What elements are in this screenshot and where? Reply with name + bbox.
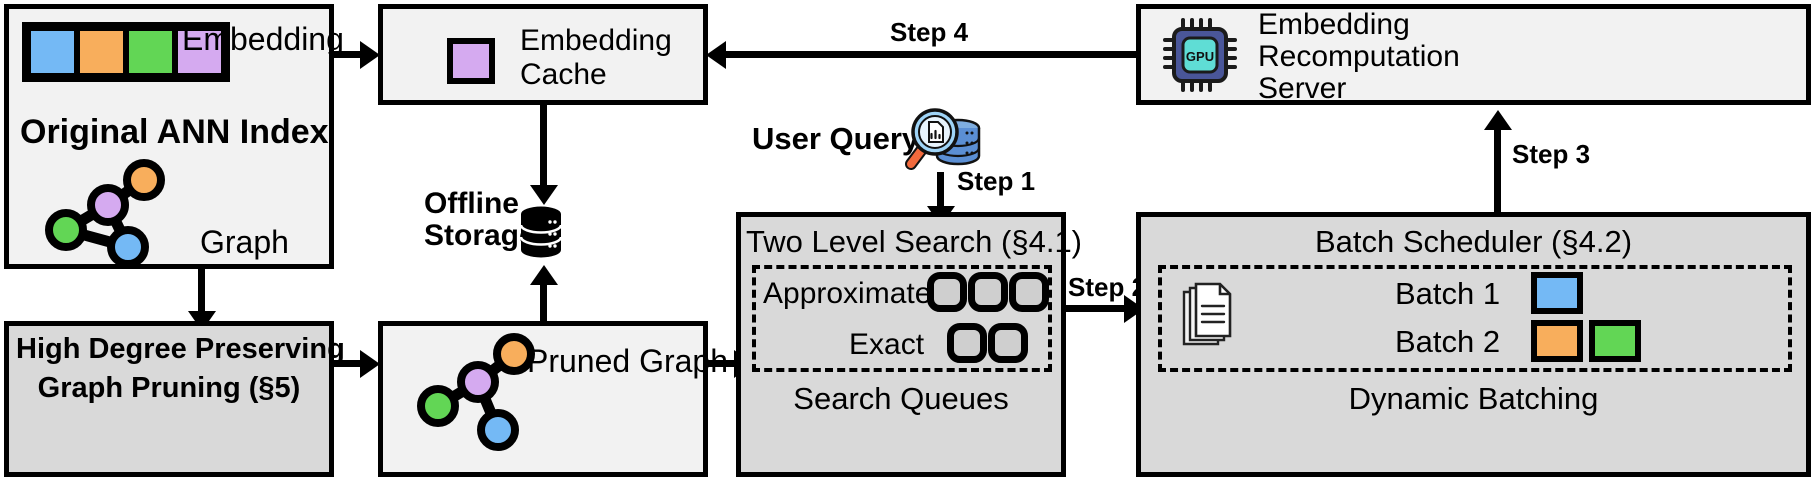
batch-1-label: Batch 1 [1395, 276, 1501, 311]
arrow-step4-head [706, 41, 726, 69]
original-graph-icon [45, 159, 165, 268]
dynamic-batching-group [1158, 265, 1792, 372]
arrow-pruned-to-storage [540, 285, 547, 347]
step2-label: Step 2 [1068, 272, 1147, 302]
pruned-graph-icon [417, 333, 535, 451]
arrow-step3-head [1484, 110, 1512, 130]
dynamic-batching-caption: Dynamic Batching [1348, 381, 1599, 416]
gpu-chip-icon: GPU [1163, 18, 1237, 92]
embedding-label: Embedding [182, 21, 344, 57]
arrow-pruning-to-pruned [334, 360, 362, 367]
embedding-cell-green [126, 28, 175, 76]
batch-scheduler-box [1136, 212, 1811, 477]
embedding-cache-swatch [447, 38, 495, 84]
queue-cell-approx-1 [927, 272, 967, 312]
documents-icon [1182, 282, 1232, 346]
queue-cell-exact-2 [988, 323, 1028, 363]
arrow-step3 [1494, 130, 1501, 212]
step1-label: Step 1 [957, 166, 1036, 196]
queue-cell-exact-1 [947, 323, 987, 363]
arrow-step4 [725, 51, 1137, 58]
arrow-pruned-to-storage-head [530, 265, 558, 285]
recomputation-server-line1: Embedding [1258, 8, 1410, 41]
arrow-index-to-cache [334, 51, 362, 58]
batch-2-swatch-green [1589, 320, 1641, 362]
recomputation-server-line3: Server [1258, 72, 1347, 105]
exact-label: Exact [849, 328, 925, 361]
graph-pruning-line2: Graph Pruning (§5) [37, 372, 301, 404]
queue-cell-approx-2 [968, 272, 1008, 312]
search-queues-group [752, 265, 1052, 372]
embedding-cache-box [378, 4, 708, 105]
magnifier-document-icon [905, 108, 981, 170]
step4-label: Step 4 [890, 17, 969, 47]
batch-2-swatch-orange [1531, 320, 1583, 362]
search-queues-caption: Search Queues [793, 381, 1009, 416]
embedding-cache-label-line2: Cache [520, 58, 607, 91]
queue-cell-approx-3 [1009, 272, 1049, 312]
embedding-cache-label-line1: Embedding [520, 24, 672, 57]
user-query-label: User Query [752, 121, 920, 156]
graph-pruning-box [4, 321, 334, 477]
offline-storage-line2: Storage [424, 219, 536, 252]
arrow-step2 [1066, 305, 1128, 312]
database-icon [519, 206, 563, 258]
step3-label: Step 3 [1512, 139, 1591, 169]
batch-scheduler-title: Batch Scheduler (§4.2) [1314, 224, 1633, 259]
pruned-graph-label: Pruned Graph [527, 343, 729, 379]
recomputation-server-line2: Recomputation [1258, 40, 1460, 73]
svg-text:GPU: GPU [1186, 49, 1214, 64]
arrow-index-to-cache-head [360, 41, 380, 69]
arrow-cache-to-storage-head [530, 185, 558, 205]
graph-label: Graph [200, 224, 289, 260]
recomputation-server-box [1136, 4, 1811, 105]
offline-storage-line1: Offline [424, 187, 519, 220]
batch-2-label: Batch 2 [1395, 324, 1501, 359]
two-level-search-title: Two Level Search (§4.1) [746, 224, 1083, 259]
embedding-cell-orange [77, 28, 126, 76]
approximate-label: Approximate [763, 277, 932, 310]
graph-pruning-line1: High Degree Preserving [16, 333, 345, 365]
two-level-search-box [736, 212, 1066, 477]
embedding-cell-purple [175, 28, 224, 76]
original-ann-index-title: Original ANN Index [20, 113, 329, 151]
batch-1-swatch-blue [1531, 272, 1583, 314]
arrow-step1 [937, 172, 944, 208]
arrow-cache-to-storage [540, 105, 547, 187]
embedding-strip [22, 22, 230, 82]
arrow-pruned-to-search [708, 360, 736, 367]
embedding-cell-blue [28, 28, 77, 76]
arrow-index-to-pruning [198, 269, 205, 313]
arrow-pruning-to-pruned-head [360, 350, 380, 378]
